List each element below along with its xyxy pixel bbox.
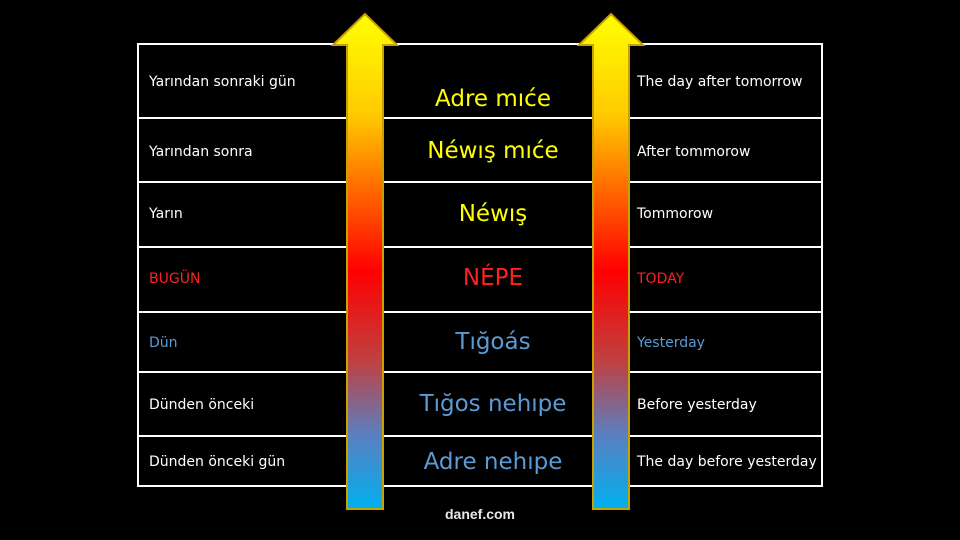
turkish-term: Dünden önceki gün — [149, 454, 286, 470]
arrow-shape — [330, 12, 400, 510]
local-term: Tığoás — [455, 329, 531, 355]
local-term: Néwış — [458, 201, 528, 227]
arrow-shape — [576, 12, 646, 510]
row-divider — [137, 181, 823, 183]
left-timeline-arrow — [330, 12, 400, 510]
local-term: Tığos nehıpe — [419, 391, 567, 417]
english-term: Yesterday — [637, 335, 705, 351]
english-term: Before yesterday — [637, 397, 757, 413]
english-term: Tommorow — [637, 206, 714, 222]
row-divider — [137, 371, 823, 373]
row-divider — [137, 311, 823, 313]
english-term: The day after tomorrow — [637, 74, 803, 90]
site-logo: danef.com — [444, 506, 515, 522]
row-divider — [137, 43, 823, 45]
row-divider — [137, 117, 823, 119]
column-divider — [137, 43, 139, 487]
column-divider — [821, 43, 823, 487]
local-term: Adre nehıpe — [423, 449, 563, 475]
local-term: NÉPE — [462, 265, 524, 291]
row-divider — [137, 246, 823, 248]
english-term: TODAY — [637, 271, 685, 287]
right-timeline-arrow — [576, 12, 646, 510]
turkish-term: Dün — [149, 335, 178, 351]
english-term: After tommorow — [637, 144, 751, 160]
row-divider — [137, 435, 823, 437]
turkish-term: Yarından sonraki gün — [149, 74, 296, 90]
english-term: The day before yesterday — [637, 454, 817, 470]
timeline-table: Yarından sonraki gün Adre mıće The day a… — [137, 43, 823, 487]
turkish-term: Yarın — [149, 206, 183, 222]
turkish-term: Yarından sonra — [149, 144, 253, 160]
local-term: Néwış mıće — [427, 138, 559, 164]
turkish-term: BUGÜN — [149, 271, 201, 287]
turkish-term: Dünden önceki — [149, 397, 255, 413]
local-term: Adre mıće — [435, 86, 551, 112]
row-divider — [137, 485, 823, 487]
